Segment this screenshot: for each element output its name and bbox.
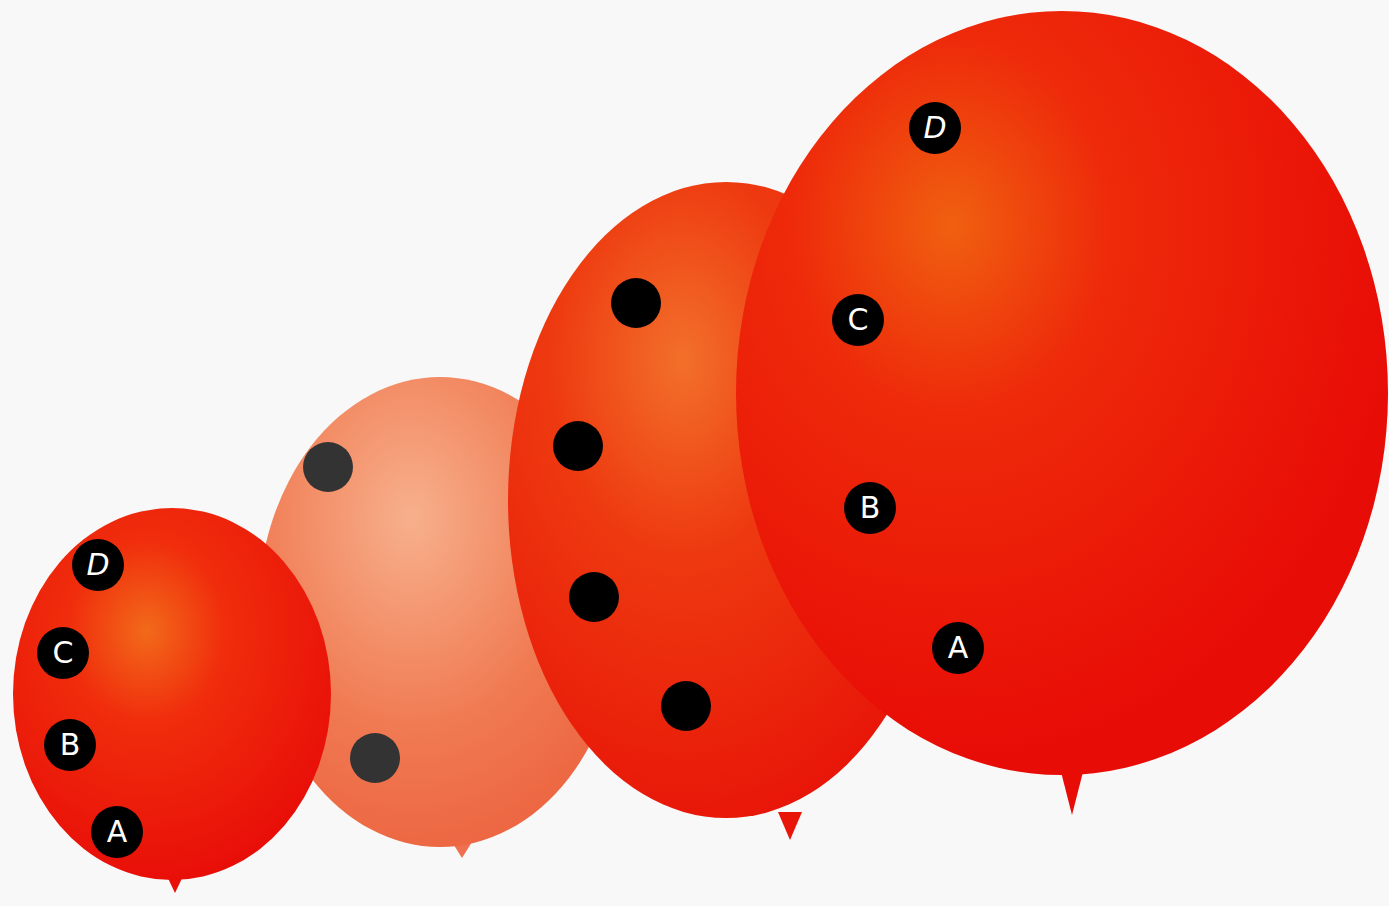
labelled-dot: B <box>844 482 896 534</box>
point-label: D <box>923 113 946 143</box>
balloon <box>13 508 331 893</box>
labelled-dot: A <box>932 622 984 674</box>
dot <box>350 733 400 783</box>
labelled-dot: C <box>37 627 89 679</box>
labelled-dot: A <box>91 806 143 858</box>
dot <box>569 572 619 622</box>
point-label: B <box>60 730 81 760</box>
dot-circle <box>832 294 884 346</box>
dot <box>553 421 603 471</box>
labelled-dot: D <box>909 102 961 154</box>
dot-circle <box>844 482 896 534</box>
point-label: A <box>107 817 128 847</box>
dot <box>303 442 353 492</box>
dot-circle <box>909 102 961 154</box>
point-label: B <box>860 493 881 523</box>
point-label: D <box>86 550 109 580</box>
point-label: C <box>53 638 74 668</box>
point-label: A <box>948 633 969 663</box>
point-label: C <box>848 305 869 335</box>
dot-circle <box>37 627 89 679</box>
dot-circle <box>44 719 96 771</box>
dot <box>661 681 711 731</box>
dot-circle <box>91 806 143 858</box>
balloon <box>736 11 1388 815</box>
labelled-dot: B <box>44 719 96 771</box>
labelled-dot: D <box>72 539 124 591</box>
dot-circle <box>932 622 984 674</box>
dot <box>611 278 661 328</box>
dot-circle <box>72 539 124 591</box>
labelled-dot: C <box>832 294 884 346</box>
